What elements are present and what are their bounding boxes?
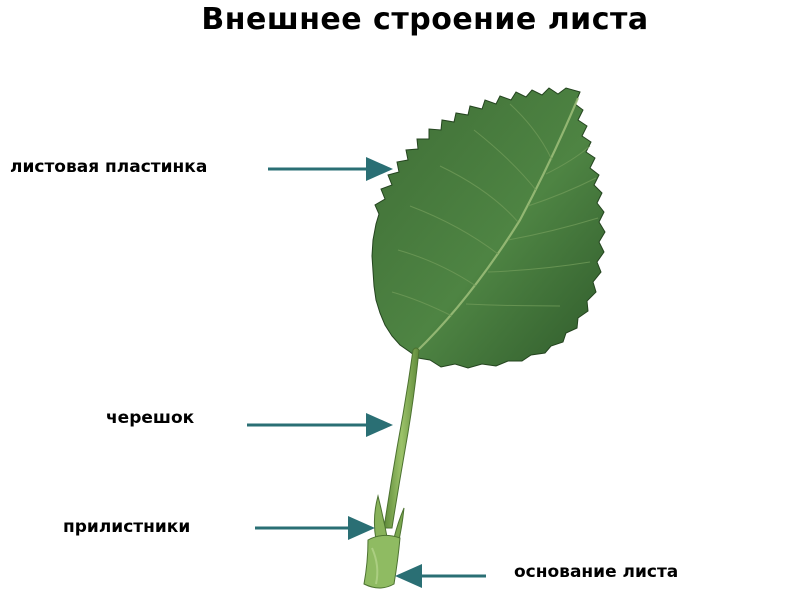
label-stipules: прилистники: [63, 517, 191, 537]
label-leaf-base: основание листа: [514, 562, 679, 582]
petiole: [383, 347, 420, 529]
leaf-base: [363, 534, 401, 589]
leaf-blade: [371, 87, 606, 369]
leaf-midrib: [415, 97, 580, 353]
leaf-veins: [391, 103, 599, 317]
pointer-arrows: [247, 157, 486, 588]
label-leaf-blade: листовая пластинка: [10, 157, 208, 177]
label-petiole: черешок: [106, 408, 195, 428]
diagram-title: Внешнее строение листа: [201, 2, 649, 37]
